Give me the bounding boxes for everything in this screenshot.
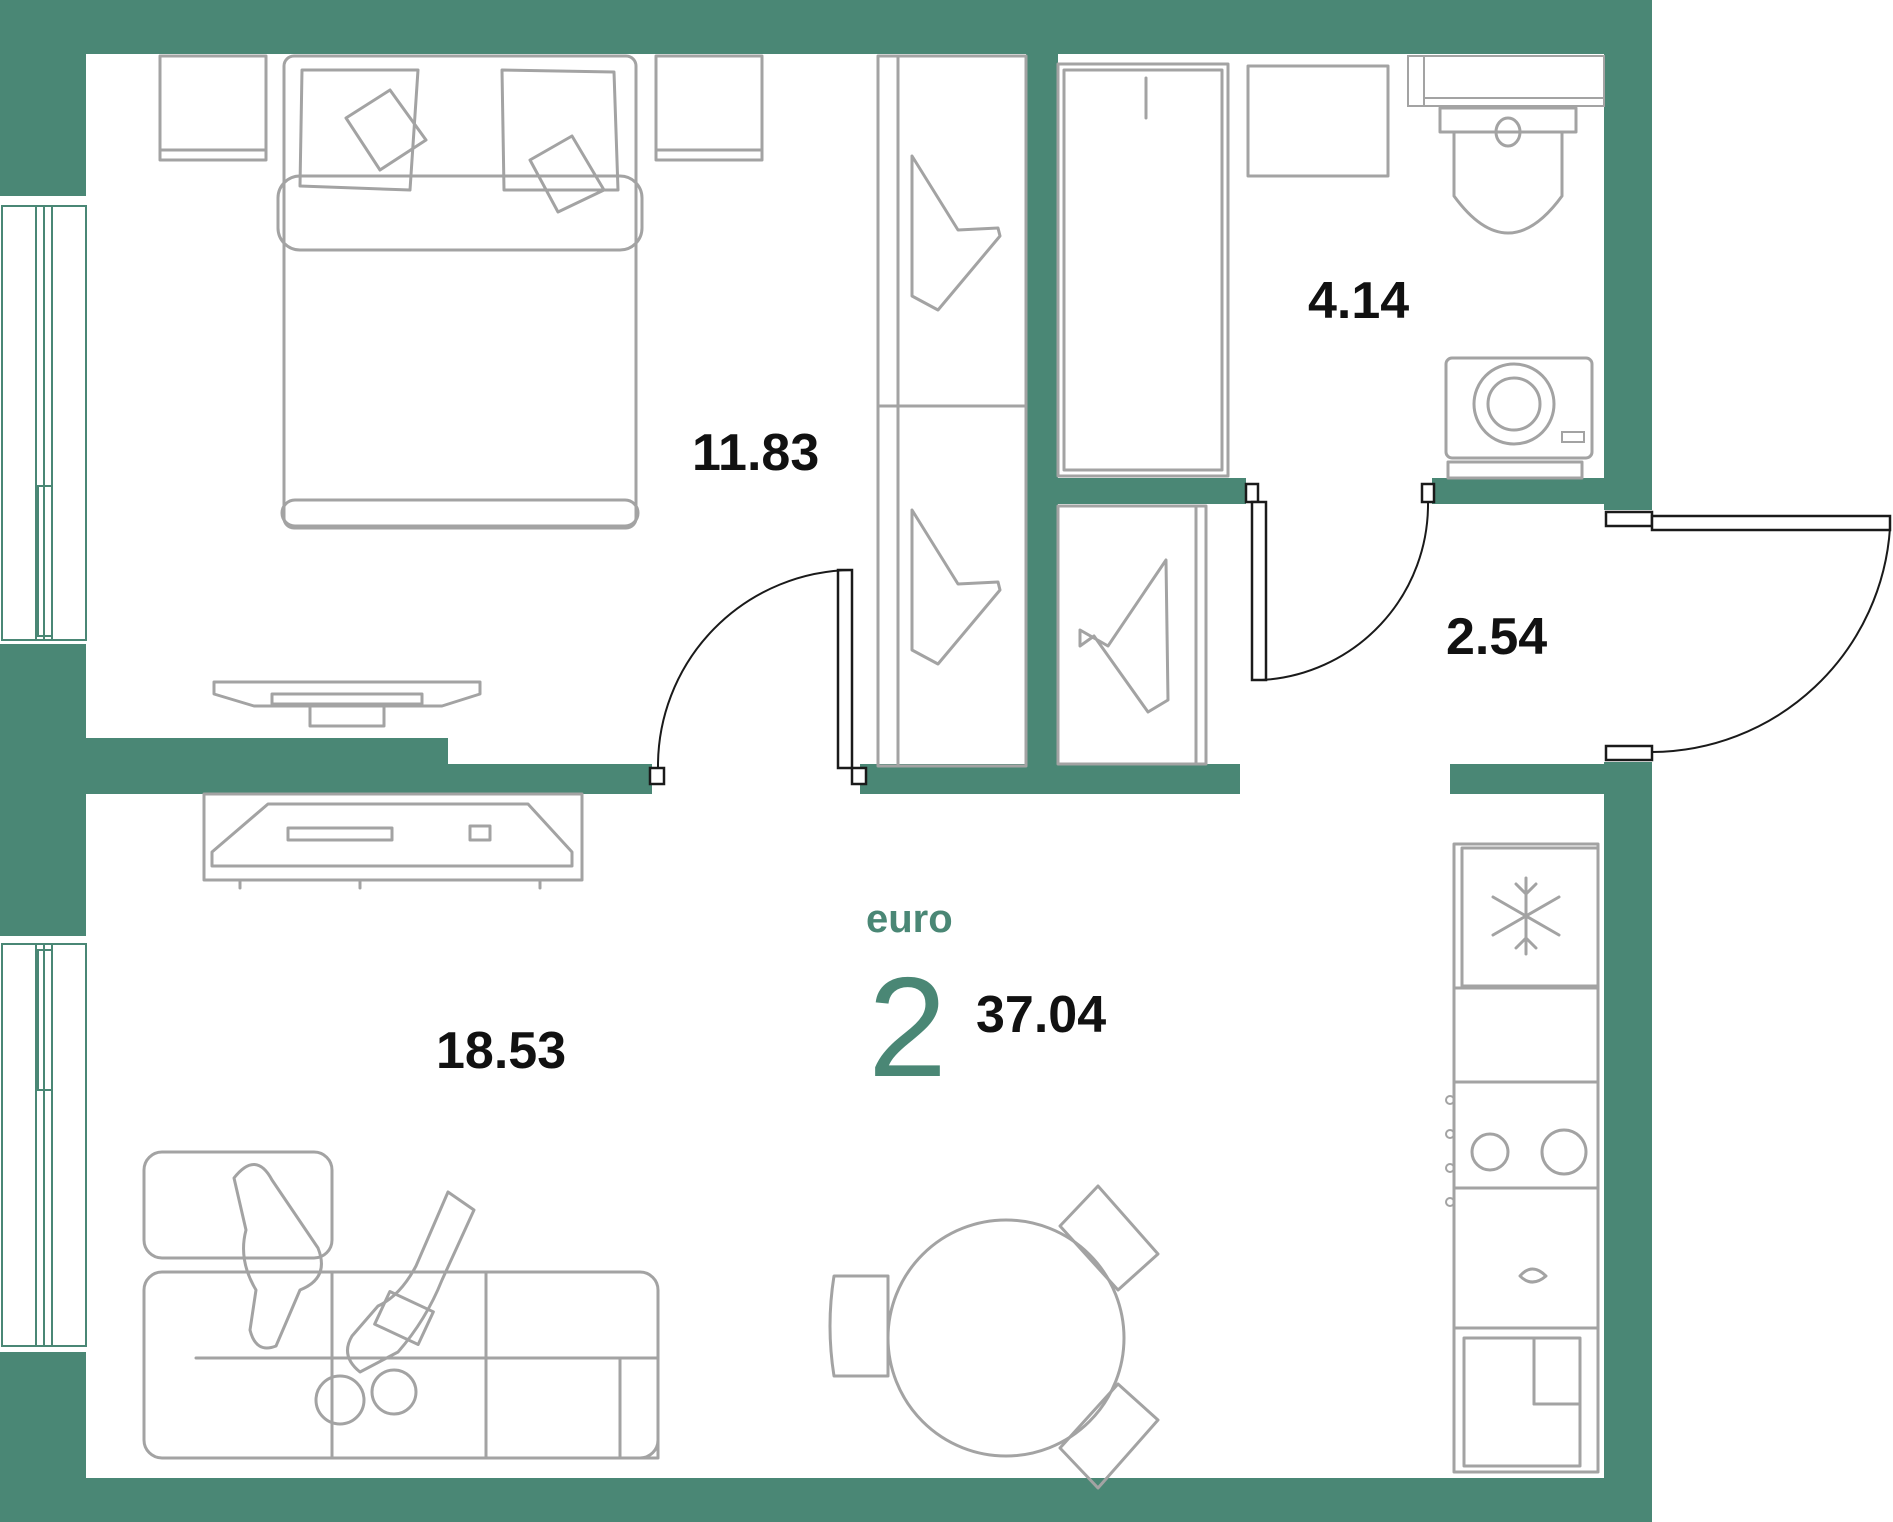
partition-living-bedroom-right bbox=[446, 764, 652, 794]
window-top-bath bbox=[1407, 55, 1605, 107]
partition-living-bedroom-left bbox=[86, 738, 448, 794]
bathtub bbox=[1056, 62, 1230, 478]
partition-bath-bottom-left bbox=[1058, 478, 1246, 504]
bedside-table-right bbox=[654, 54, 764, 162]
partition-bath-bottom-right bbox=[1432, 478, 1604, 504]
door-entrance bbox=[1604, 510, 1892, 762]
hallway-area-label: 2.54 bbox=[1446, 608, 1547, 666]
outer-wall-right-lower bbox=[1604, 762, 1652, 1522]
layout-type-label: euro bbox=[866, 897, 953, 941]
rooms-count: 2 bbox=[868, 948, 947, 1107]
sofa bbox=[142, 1150, 660, 1460]
tv-stand-living bbox=[202, 792, 584, 890]
total-area-label: 37.04 bbox=[976, 986, 1106, 1044]
outer-wall-bottom bbox=[0, 1478, 1652, 1522]
wardrobe-bedroom bbox=[876, 54, 1028, 768]
outer-wall-left-middle bbox=[0, 644, 86, 936]
partition-hall-right bbox=[1450, 764, 1604, 794]
outer-wall-left-top bbox=[0, 0, 86, 196]
washbasin-cabinet bbox=[1246, 64, 1390, 178]
outer-wall-left-bottom bbox=[0, 1352, 86, 1522]
tv-stand-bedroom bbox=[212, 680, 482, 728]
washing-machine bbox=[1444, 356, 1594, 480]
partition-vertical-bath bbox=[1026, 48, 1058, 794]
snowflake-icon bbox=[1491, 876, 1561, 956]
door-bedroom bbox=[648, 568, 868, 786]
outer-wall-top bbox=[0, 0, 1652, 54]
people-on-sofa bbox=[232, 1163, 476, 1426]
door-bathroom bbox=[1244, 482, 1436, 682]
double-bed bbox=[276, 54, 644, 530]
outer-wall-right-upper bbox=[1604, 0, 1652, 510]
bedroom-area-label: 11.83 bbox=[692, 424, 819, 482]
wardrobe-hall bbox=[1056, 504, 1208, 766]
walls bbox=[0, 0, 1652, 1522]
window-left-upper bbox=[1, 205, 87, 641]
kitchen-counter bbox=[1445, 842, 1600, 1474]
bathroom-area-label: 4.14 bbox=[1308, 272, 1409, 330]
kitchen-living-area-label: 18.53 bbox=[436, 1022, 566, 1080]
toilet bbox=[1438, 106, 1578, 235]
bedside-table-left bbox=[158, 54, 268, 162]
window-left-lower bbox=[1, 943, 87, 1347]
dining-table bbox=[828, 1184, 1160, 1490]
